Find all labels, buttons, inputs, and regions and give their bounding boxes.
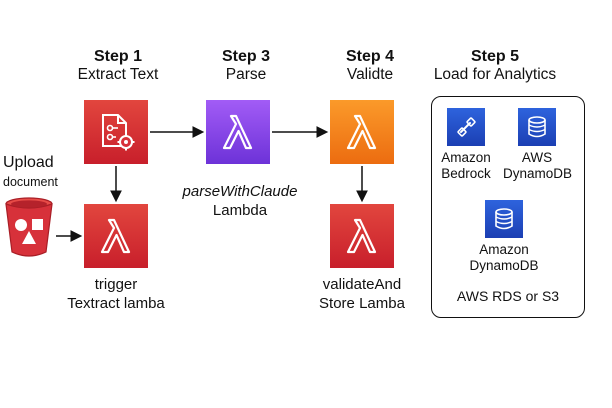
analytics-footer: AWS RDS or S3 (456, 288, 560, 304)
trigger-lambda-line1: trigger (94, 276, 138, 293)
upload-subtitle: document (3, 175, 58, 189)
step-4-title: Step 4 (345, 48, 394, 65)
validate-lambda-label: validateAnd Store Lamba (302, 275, 422, 313)
dynamodb-amazon-box (485, 200, 523, 238)
step-4-subtitle: Validte (346, 66, 394, 83)
dynamodb-aws-line2: DynamoDB (503, 166, 573, 181)
step-3-title: Step 3 (221, 48, 270, 65)
validate-lambda-line1: validateAnd (322, 276, 402, 293)
step-1-header: Step 1 Extract Text (70, 48, 166, 84)
bedrock-line1: Amazon (441, 150, 491, 165)
lambda-icon (100, 218, 131, 254)
textract-box (84, 100, 148, 164)
trigger-lambda-label: trigger Textract lamba (56, 275, 176, 313)
dynamodb-icon (528, 116, 546, 138)
validate-lambda-box (330, 100, 394, 164)
lambda-icon (346, 218, 377, 254)
dynamodb-aws-label: AWS DynamoDB (503, 150, 573, 182)
s3-bucket-icon (4, 196, 54, 260)
bedrock-icon (457, 117, 476, 137)
validate-and-store-lambda-box (330, 204, 394, 268)
validate-lambda-line2: Store Lamba (319, 295, 405, 312)
parse-lambda-line1: parseWithClaude (182, 183, 298, 200)
dynamodb-amazon-line2: DynamoDB (469, 258, 539, 273)
dynamodb-aws-line1: AWS (521, 150, 553, 165)
parse-lambda-line2: Lambda (212, 202, 268, 219)
step-3-subtitle: Parse (225, 66, 267, 83)
bedrock-line2: Bedrock (441, 166, 491, 181)
dynamodb-amazon-label: Amazon DynamoDB (462, 242, 546, 274)
parse-lambda-label: parseWithClaude Lambda (170, 182, 310, 220)
trigger-lambda-line2: Textract lamba (67, 295, 165, 312)
upload-title: Upload (3, 154, 54, 171)
step-4-header: Step 4 Validte (322, 48, 418, 84)
textract-document-gear-icon (102, 114, 135, 151)
dynamodb-aws-box (518, 108, 556, 146)
dynamodb-amazon-line1: Amazon (479, 242, 529, 257)
lambda-icon (346, 114, 377, 150)
step-5-title: Step 5 (470, 48, 519, 65)
step-5-subtitle: Load for Analytics (433, 66, 557, 83)
upload-label: Upload document (3, 154, 83, 189)
step-1-subtitle: Extract Text (77, 66, 159, 83)
bedrock-label: Amazon Bedrock (432, 150, 500, 182)
step-5-header: Step 5 Load for Analytics (420, 48, 570, 84)
parse-lambda-box (206, 100, 270, 164)
step-3-header: Step 3 Parse (198, 48, 294, 84)
lambda-icon (222, 114, 253, 150)
step-1-title: Step 1 (93, 48, 142, 65)
trigger-lambda-box (84, 204, 148, 268)
bedrock-box (447, 108, 485, 146)
dynamodb-icon (495, 208, 513, 230)
